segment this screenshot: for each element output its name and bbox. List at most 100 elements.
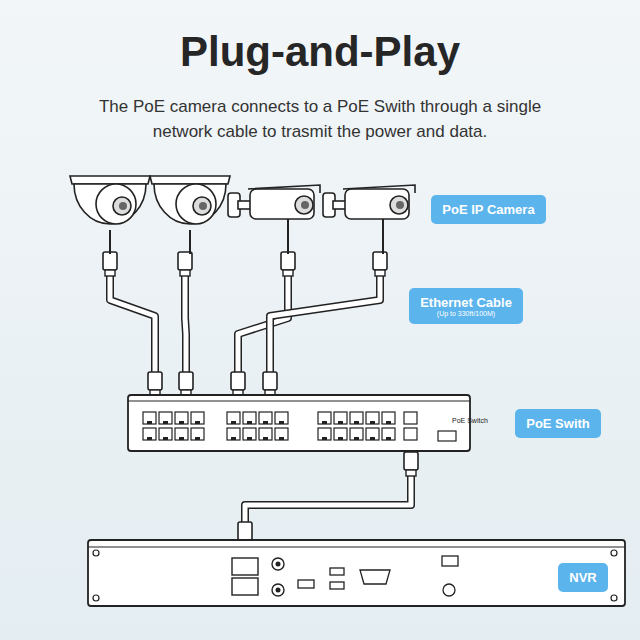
port-notch (354, 421, 359, 424)
switch-port (334, 412, 347, 424)
tag-note: (Up to 330ft/100M) (420, 310, 512, 317)
camera-stem (189, 230, 191, 254)
power-switch (442, 556, 458, 566)
switch-port (243, 428, 256, 440)
screw (611, 550, 617, 556)
camera-dome (74, 184, 146, 224)
tag-text: Ethernet Cable (420, 295, 512, 310)
rj45-plug (231, 372, 245, 390)
cable-core (185, 270, 186, 375)
switch-port (191, 412, 204, 424)
switch-body (128, 395, 470, 451)
lan-port (232, 578, 258, 595)
camera-stem (109, 230, 111, 254)
rj45-plug (281, 252, 295, 270)
switch-edge (128, 401, 470, 402)
switch-port (334, 428, 347, 440)
port-notch (386, 421, 391, 424)
port-notch (279, 421, 284, 424)
camera-lens (390, 196, 408, 214)
camera-base (150, 176, 230, 184)
port-notch (279, 437, 284, 440)
rj45-tip (283, 270, 293, 276)
audio-jack (272, 558, 284, 570)
cable-core (110, 270, 155, 375)
switch-port (318, 412, 331, 424)
rj45-plug (373, 252, 387, 270)
cable-core (238, 270, 288, 375)
nvr (88, 540, 625, 606)
device-label: PoE Switch (452, 416, 512, 425)
port-notch (338, 437, 343, 440)
audio-jack (272, 584, 284, 596)
cable-core (270, 270, 380, 375)
rj45-plug (179, 372, 193, 390)
port-notch (263, 437, 268, 440)
cable-outline (238, 270, 288, 375)
port-notch (163, 421, 168, 424)
camera-lens (193, 197, 211, 215)
audio-jack-inner (276, 588, 281, 593)
port-notch (386, 437, 391, 440)
switch-port (175, 412, 188, 424)
switch-port (227, 428, 240, 440)
port-notch (231, 437, 236, 440)
vga-port (360, 570, 390, 584)
rj45-plug (178, 252, 192, 270)
port-notch (147, 421, 152, 424)
tag-text: PoE IP Camera (442, 202, 535, 217)
port-notch (195, 421, 200, 424)
bullet-camera (323, 185, 415, 254)
camera-body (250, 189, 314, 219)
port-notch (247, 437, 252, 440)
switch-port (382, 428, 395, 440)
port-notch (370, 437, 375, 440)
port-notch (179, 421, 184, 424)
switch-port (275, 428, 288, 440)
rj45-plug (148, 372, 162, 390)
switch-port (143, 412, 156, 424)
switch-port (259, 428, 272, 440)
bullet-camera (228, 185, 320, 254)
port-notch (231, 421, 236, 424)
switch-port (382, 412, 395, 424)
callout-tag: NVR (558, 563, 608, 592)
port-notch (195, 437, 200, 440)
port-notch (179, 437, 184, 440)
switch-port (227, 412, 240, 424)
hdmi-port (298, 580, 314, 588)
camera-lens (295, 196, 313, 214)
camera-base (70, 176, 150, 184)
port-notch (263, 421, 268, 424)
cable-outline (185, 270, 186, 375)
camera-body (345, 189, 409, 219)
sfp-port (438, 431, 456, 441)
camera-wire (382, 219, 384, 254)
port-notch (354, 437, 359, 440)
rj45-plug (404, 452, 418, 470)
rj45-tip (105, 270, 115, 276)
port-notch (322, 437, 327, 440)
switch-port (350, 412, 363, 424)
dome-camera (150, 176, 230, 254)
port-notch (163, 437, 168, 440)
callout-tag: Ethernet Cable(Up to 330ft/100M) (409, 288, 523, 324)
rj45-plug (238, 522, 252, 540)
switch-port (159, 428, 172, 440)
port-notch (370, 421, 375, 424)
rj45-plug (103, 252, 117, 270)
screw (93, 550, 99, 556)
port-notch (338, 421, 343, 424)
usb-port (330, 582, 344, 589)
rj45-plug (263, 372, 277, 390)
port-notch (322, 421, 327, 424)
camera-ball (96, 184, 136, 224)
dome-camera (70, 176, 150, 254)
nvr-edge (88, 547, 625, 548)
switch-port (366, 412, 379, 424)
nvr-body (88, 540, 625, 606)
camera-hood (248, 185, 320, 193)
rj45-tip (180, 270, 190, 276)
callout-tag: PoE Swith (515, 409, 601, 438)
description: The PoE camera connects to a PoE Swith t… (70, 94, 570, 144)
